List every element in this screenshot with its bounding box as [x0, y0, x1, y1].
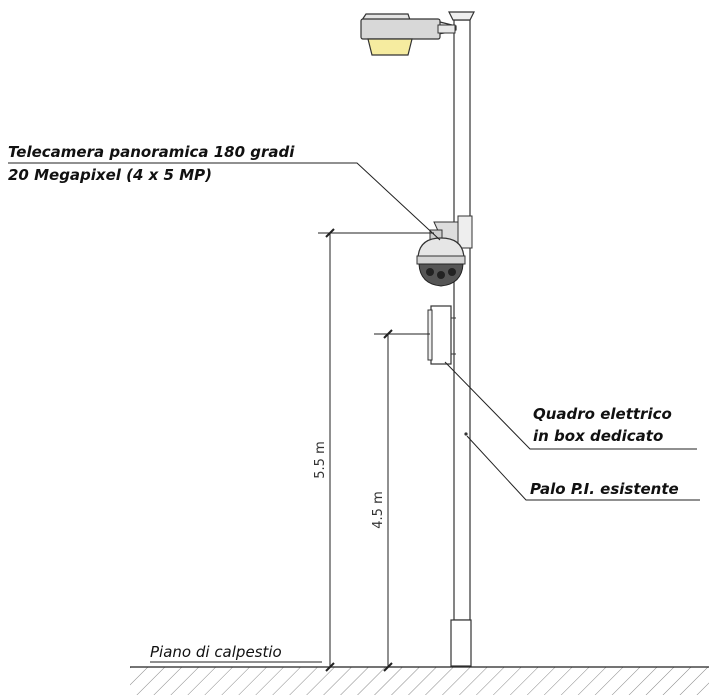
- ground: [130, 666, 709, 695]
- box-label-line2: in box dedicato: [533, 427, 663, 445]
- electrical-box: [427, 305, 456, 365]
- dimension-label-box: 4.5 m: [371, 491, 386, 528]
- camera-leader-line: [8, 162, 441, 241]
- dimension-4-5m: [374, 329, 430, 672]
- box-leader-line: [444, 361, 697, 450]
- panoramic-camera: [416, 215, 473, 287]
- box-label-line1: Quadro elettrico: [533, 405, 672, 423]
- pole: [448, 11, 475, 667]
- camera-label-line1: Telecamera panoramica 180 gradi: [8, 143, 295, 161]
- camera-label-line2: 20 Megapixel (4 x 5 MP): [8, 166, 212, 184]
- pole-label: Palo P.I. esistente: [530, 480, 679, 498]
- street-lamp: [360, 13, 457, 56]
- ground-label: Piano di calpestio: [150, 643, 282, 661]
- dimension-5-5m: [318, 228, 434, 672]
- dimension-label-camera: 5.5 m: [313, 441, 328, 478]
- pole-leader-line: [466, 435, 700, 501]
